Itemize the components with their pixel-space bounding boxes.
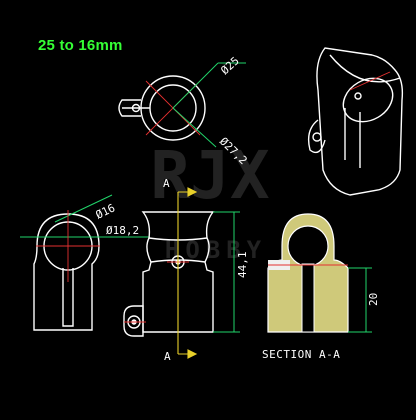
side-view bbox=[123, 211, 240, 337]
dimension-line bbox=[172, 107, 217, 148]
watermark: RJX HOBBY bbox=[150, 137, 269, 264]
size-range-title: 25 to 16mm bbox=[38, 37, 123, 54]
cut-label-bottom: A bbox=[164, 350, 171, 363]
arrowhead bbox=[187, 187, 198, 197]
section-slot bbox=[301, 263, 315, 333]
bolt-hole bbox=[131, 103, 141, 113]
iso-top-edge bbox=[329, 54, 401, 83]
dim-label-25: Ø25 bbox=[218, 54, 241, 77]
arrowhead bbox=[187, 349, 198, 359]
section-view bbox=[267, 213, 372, 333]
dimension-line bbox=[172, 62, 219, 109]
front-outline bbox=[33, 213, 100, 331]
cut-label-top: A bbox=[163, 177, 170, 190]
section-cut-line bbox=[177, 187, 198, 359]
watermark-logo: RJX bbox=[150, 137, 269, 214]
section-bore bbox=[287, 225, 329, 267]
dim-label-16: Ø16 bbox=[94, 201, 118, 221]
iso-center-line bbox=[349, 71, 391, 91]
dimension-leader-16 bbox=[54, 194, 113, 223]
front-slot bbox=[62, 268, 74, 327]
top-view-clamp bbox=[118, 62, 246, 148]
dim-label-20: 20 bbox=[367, 293, 380, 306]
dim-label-44-1: 44,1 bbox=[236, 252, 249, 279]
iso-body bbox=[316, 47, 404, 196]
dim-label-18-2: Ø18,2 bbox=[106, 224, 139, 237]
clamp-tab bbox=[118, 99, 141, 117]
section-caption: SECTION A-A bbox=[262, 348, 340, 361]
iso-tab bbox=[307, 119, 326, 154]
side-tab bbox=[123, 305, 144, 337]
iso-bolt bbox=[312, 132, 322, 142]
iso-bore-detail bbox=[354, 92, 362, 100]
front-view bbox=[20, 194, 150, 331]
iso-view bbox=[307, 47, 404, 196]
